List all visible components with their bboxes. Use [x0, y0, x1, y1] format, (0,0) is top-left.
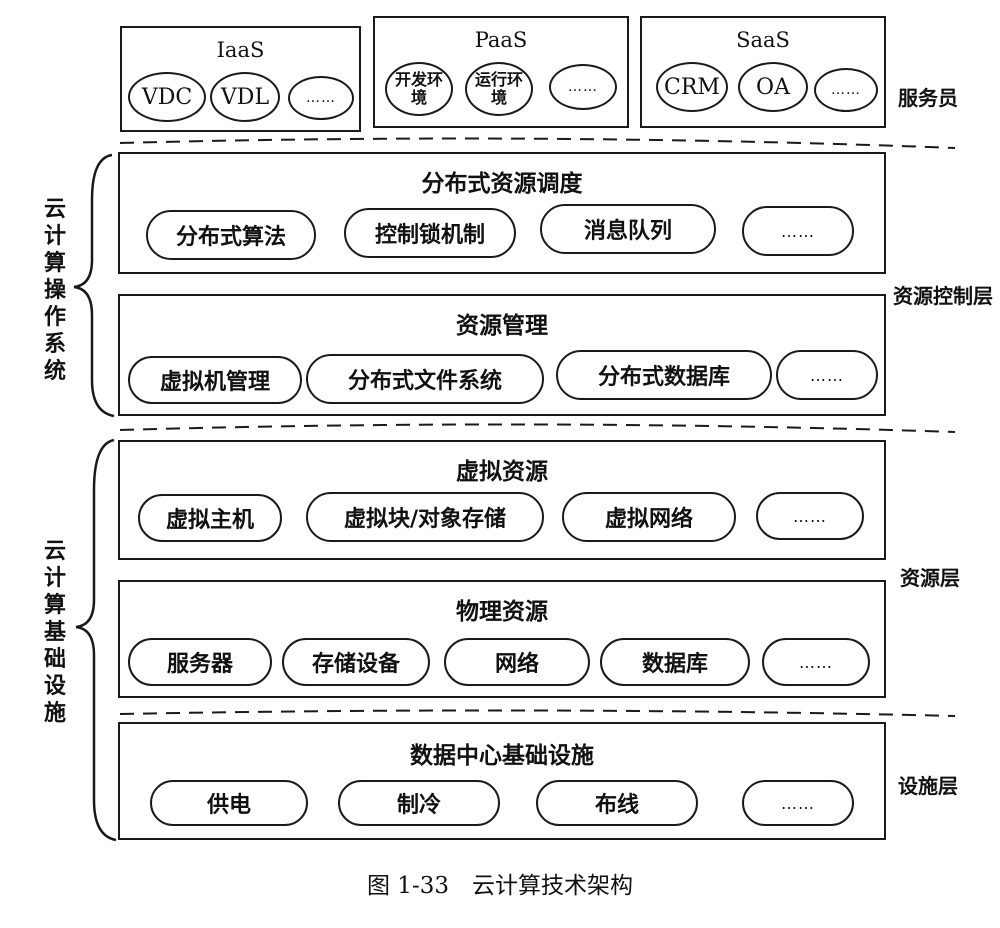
- dashed-separator-control: [119, 423, 956, 433]
- distributed-fs-item: 分布式文件系统: [306, 354, 544, 404]
- virtual-resources-title: 虚拟资源: [456, 459, 548, 485]
- message-queue-item: 消息队列: [540, 204, 716, 254]
- iaas-title: IaaS: [216, 38, 265, 62]
- control-lock-item: 控制锁机制: [344, 208, 516, 258]
- physical-resources-title: 物理资源: [456, 599, 548, 625]
- iaas-box: IaaS VDC VDL ……: [120, 26, 361, 132]
- scheduling-title: 分布式资源调度: [421, 171, 583, 197]
- brace-os: [73, 153, 115, 418]
- iaas-more-item: ……: [288, 76, 354, 120]
- saas-title: SaaS: [736, 28, 790, 52]
- crm-item: CRM: [656, 62, 728, 112]
- figure-caption: 图 1-33 云计算技术架构: [367, 873, 633, 899]
- vm-management-item: 虚拟机管理: [128, 356, 302, 404]
- paas-more-item: ……: [549, 64, 617, 110]
- paas-title: PaaS: [474, 28, 528, 52]
- virtual-storage-item: 虚拟块/对象存储: [306, 492, 544, 542]
- facility-more-item: ……: [742, 780, 854, 826]
- cabling-item: 布线: [536, 780, 698, 826]
- physical-more-item: ……: [762, 638, 870, 686]
- storage-device-item: 存储设备: [282, 638, 430, 686]
- distributed-db-item: 分布式数据库: [556, 350, 772, 400]
- datacenter-box: 数据中心基础设施 供电 制冷 布线 ……: [118, 722, 886, 840]
- resource-layer-label: 资源层: [900, 566, 960, 590]
- virtual-resources-box: 虚拟资源 虚拟主机 虚拟块/对象存储 虚拟网络 ……: [118, 440, 886, 560]
- datacenter-title: 数据中心基础设施: [410, 743, 594, 769]
- virtual-network-item: 虚拟网络: [562, 492, 736, 542]
- saas-box: SaaS CRM OA ……: [640, 16, 886, 128]
- database-item: 数据库: [600, 638, 750, 686]
- vdc-item: VDC: [128, 72, 206, 122]
- resource-management-box: 资源管理 虚拟机管理 分布式文件系统 分布式数据库 ……: [118, 294, 886, 416]
- cloud-os-label: 云计算操作系统: [43, 197, 66, 384]
- vdl-item: VDL: [210, 72, 280, 122]
- physical-resources-box: 物理资源 服务器 存储设备 网络 数据库 ……: [118, 580, 886, 698]
- oa-item: OA: [738, 62, 808, 112]
- brace-infra: [75, 438, 117, 842]
- scheduling-box: 分布式资源调度 分布式算法 控制锁机制 消息队列 ……: [118, 152, 886, 274]
- control-layer-label: 资源控制层: [893, 284, 993, 308]
- virtual-more-item: ……: [756, 492, 864, 540]
- distributed-algorithm-item: 分布式算法: [146, 210, 316, 260]
- cloud-infrastructure-label: 云计算基础设施: [43, 539, 66, 726]
- dashed-separator-resource: [119, 709, 956, 717]
- cooling-item: 制冷: [338, 780, 500, 826]
- saas-more-item: ……: [814, 68, 878, 112]
- network-item: 网络: [444, 638, 590, 686]
- power-supply-item: 供电: [150, 780, 308, 826]
- virtual-host-item: 虚拟主机: [138, 494, 282, 542]
- runtime-env-item: 运行环境: [465, 62, 533, 116]
- management-more-item: ……: [776, 350, 878, 400]
- server-item: 服务器: [128, 638, 272, 686]
- paas-box: PaaS 开发环境 运行环境 ……: [373, 16, 629, 128]
- dashed-separator-service: [119, 137, 956, 149]
- resource-management-title: 资源管理: [456, 313, 548, 339]
- scheduling-more-item: ……: [742, 206, 854, 256]
- facility-layer-label: 设施层: [898, 774, 958, 798]
- dev-env-item: 开发环境: [385, 62, 453, 116]
- service-layer-label: 服务员: [898, 86, 958, 110]
